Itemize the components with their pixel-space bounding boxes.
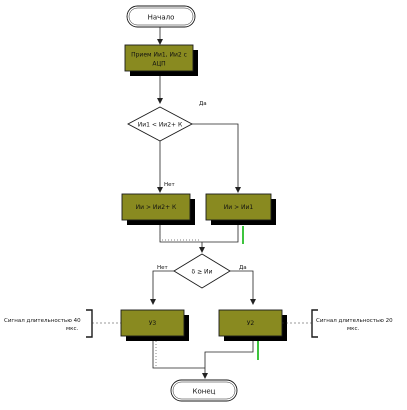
process-right-label: Ии > Ии1 [224,204,254,211]
receive-label-line2: АЦП [152,61,165,68]
edge-decision2-no [150,270,175,305]
decision1: Ии1 < Ии2+ К [127,106,193,142]
note-right-line2: мкс. [347,326,359,332]
note-right-line1: Сигнал длительностью 20 [316,318,393,324]
end-terminator: Конец [170,379,238,402]
connectors [150,27,256,379]
y2-process: У2 [218,309,287,341]
decision2: δ ≥ Ии [173,253,231,289]
decision1-yes-label: Да [199,101,207,107]
edge-y3-to-merge [152,337,205,369]
end-label: Конец [193,388,216,396]
note-left-line2: мкс. [66,326,78,332]
note-left-line1: Сигнал длительностью 40 [4,318,81,324]
process-right: Ии > Ии1 [205,193,276,225]
decision1-label: Ии1 < Ии2+ К [138,122,183,129]
decision2-no-label: Нет [157,265,169,271]
edge-decision2-yes [229,270,256,305]
decision2-yes-label: Да [239,265,247,271]
start-label: Начало [148,14,175,22]
edge-decision1-yes [190,123,241,193]
decision2-label: δ ≥ Ии [192,269,213,276]
receive-label-line1: Прием Ии1, Ии2 с [131,52,187,59]
edge-right-to-merge [202,224,239,243]
edge-y2-to-merge [204,337,254,368]
process-left: Ии > Ии2+ К [121,193,195,225]
note-left: Сигнал длительностью 40 мкс. [4,309,121,338]
start-terminator: Начало [126,5,196,28]
process-left-label: Ии > Ии2+ К [136,204,177,211]
dotted-guides [155,224,200,366]
y3-process: У3 [120,309,189,341]
receive-process: Прием Ии1, Ии2 с АЦП [124,44,198,76]
y2-label: У2 [247,320,255,327]
decision1-no-label: Нет [164,182,176,188]
y3-label: У3 [149,320,157,327]
edge-left-to-merge [159,224,202,243]
note-right: Сигнал длительностью 20 мкс. [282,309,393,338]
green-markers [242,226,259,360]
